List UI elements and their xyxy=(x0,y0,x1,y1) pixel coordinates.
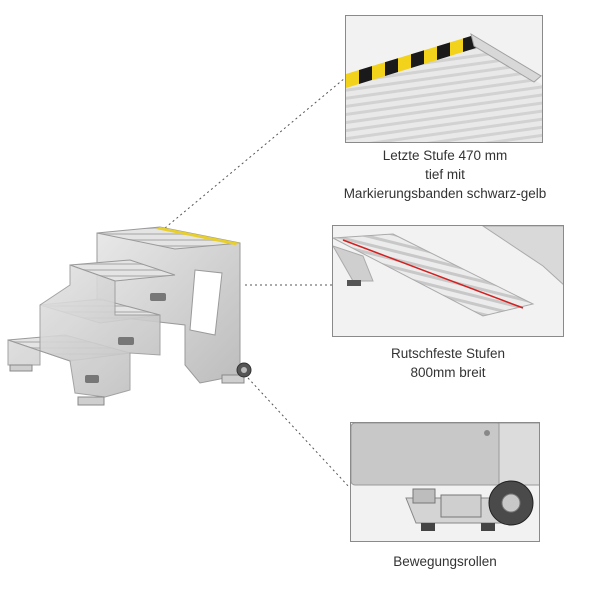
staircase-illustration xyxy=(7,226,252,406)
caption-top-step: Letzte Stufe 470 mm tief mit Markierungs… xyxy=(325,146,565,203)
caption-top-step-line-3: Markierungsbanden schwarz-gelb xyxy=(343,186,547,201)
leader-line-top-step xyxy=(164,77,346,229)
caption-castors: Bewegungsrollen xyxy=(350,552,540,571)
castor-detail-photo xyxy=(350,422,540,542)
step-detail-photo xyxy=(345,15,543,143)
caption-steps-line-1: Rutschfeste Stufen xyxy=(390,346,506,361)
tread-detail-photo xyxy=(332,225,564,337)
caption-steps-line-2: 800mm breit xyxy=(410,365,486,380)
leader-line-castors xyxy=(247,377,351,489)
caption-top-step-line-2: tief mit xyxy=(425,167,465,182)
caption-steps: Rutschfeste Stufen 800mm breit xyxy=(332,344,564,382)
caption-castors-line-1: Bewegungsrollen xyxy=(393,554,497,569)
caption-top-step-line-1: Letzte Stufe 470 mm xyxy=(382,148,508,163)
